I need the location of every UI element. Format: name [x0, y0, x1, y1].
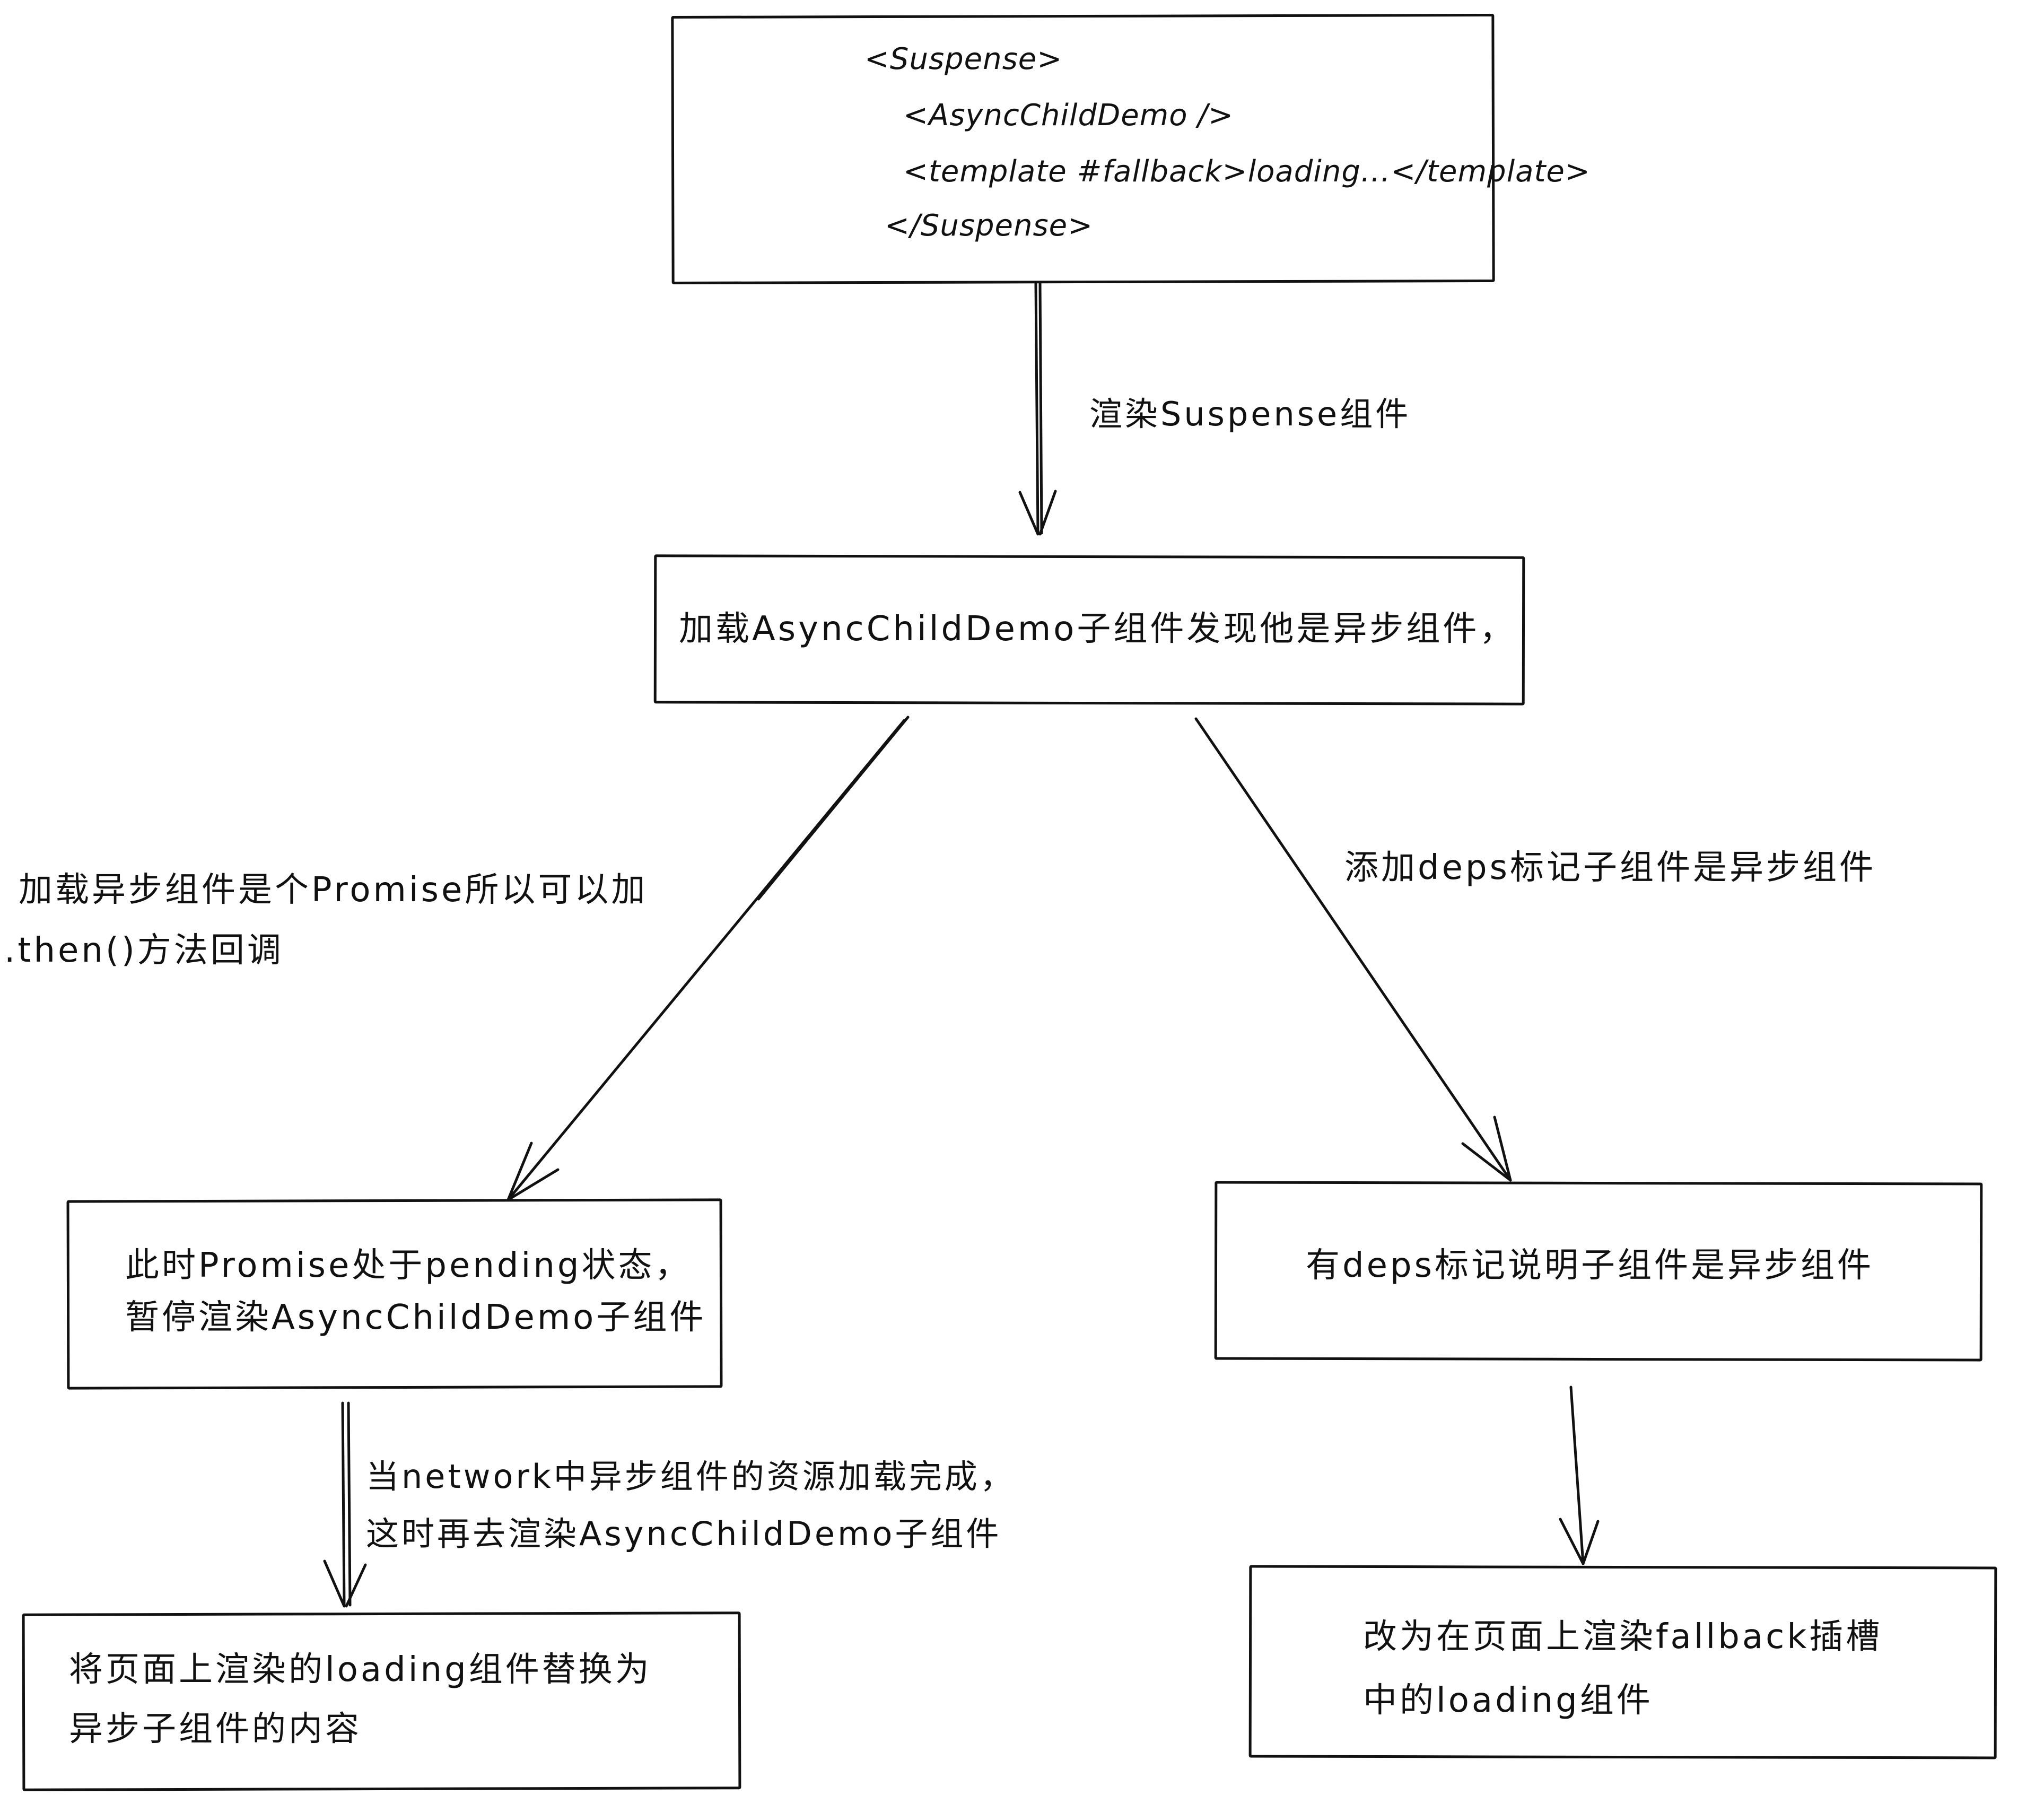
arrow-left-branch — [506, 716, 910, 1201]
right-branch-label: 添加deps标记子组件是异步组件 — [1344, 848, 1876, 887]
code-line-suspense-close: </Suspense> — [885, 208, 1094, 243]
render-fallback-line2: 中的loading组件 — [1363, 1681, 1653, 1720]
network-loaded-label-line2: 这时再去渲染AsyncChildDemo子组件 — [366, 1514, 1002, 1553]
promise-pending-line1: 此时Promise处于pending状态， — [125, 1246, 692, 1285]
deps-mark-text: 有deps标记说明子组件是异步组件 — [1306, 1246, 1874, 1285]
network-loaded-label-line1: 当network中异步组件的资源加载完成， — [366, 1457, 1016, 1496]
replace-loading-line1: 将页面上渲染的loading组件替换为 — [69, 1650, 652, 1689]
left-branch-label-line2: .then()方法回调 — [4, 931, 284, 970]
replace-loading-box — [22, 1611, 741, 1791]
suspense-code-box — [671, 13, 1495, 285]
load-async-child-text: 加载AsyncChildDemo子组件发现他是异步组件， — [679, 609, 1516, 649]
replace-loading-line2: 异步子组件的内容 — [69, 1710, 362, 1749]
render-suspense-label: 渲染Suspense组件 — [1089, 395, 1411, 433]
arrow-right-branch — [1194, 717, 1512, 1182]
render-fallback-box — [1248, 1565, 1997, 1759]
arrow-render-fallback — [1559, 1386, 1600, 1565]
code-line-template-fallback: <template #fallback>loading...</template… — [903, 154, 1591, 189]
promise-pending-box — [66, 1198, 723, 1390]
arrow-render-suspense — [1018, 282, 1057, 536]
code-line-async-child: <AsyncChildDemo /> — [903, 98, 1234, 133]
code-line-suspense-open: <Suspense> — [864, 42, 1063, 76]
promise-pending-line2: 暂停渲染AsyncChildDemo子组件 — [125, 1298, 706, 1337]
arrow-network-loaded — [323, 1401, 367, 1608]
render-fallback-line1: 改为在页面上渲染fallback插槽 — [1363, 1617, 1883, 1657]
left-branch-label-line1: 加载异步组件是个Promise所以可以加 — [19, 870, 648, 910]
